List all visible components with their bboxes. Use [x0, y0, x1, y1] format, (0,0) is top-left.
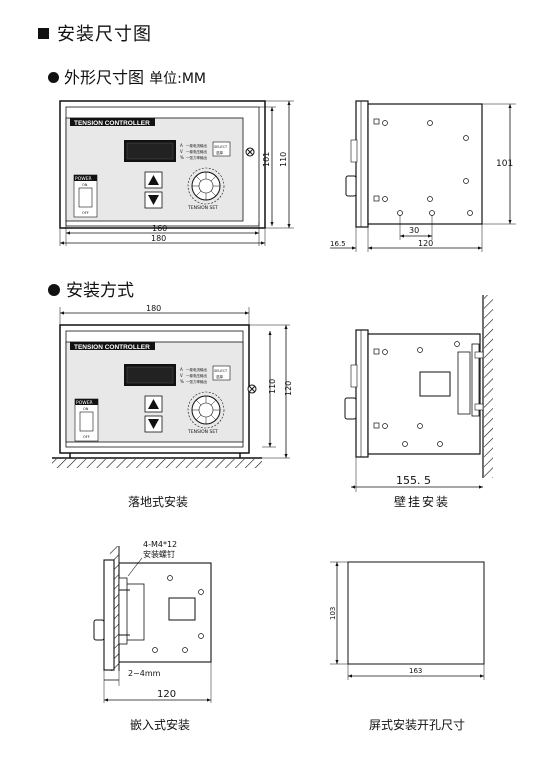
section2-heading: 安装方式: [48, 276, 134, 301]
front-knob-label: TENSION SET: [187, 205, 218, 211]
floor-width: 180: [146, 304, 161, 313]
floor-select-sub: 选择: [216, 374, 223, 379]
side-hole-pitch: 30: [409, 226, 419, 235]
floor-power-label: POWER: [76, 400, 93, 406]
floor-brand: TENSION CONTROLLER: [74, 344, 150, 351]
ind-a-text: 一卷电流输出: [186, 143, 207, 148]
front-select: SELECT: [214, 145, 228, 149]
cutout-height: 103: [329, 607, 337, 620]
embed-screw: 4-M4*12: [143, 540, 177, 549]
wall-depth: 155. 5: [396, 474, 431, 487]
front-height-inner: 101: [262, 152, 271, 167]
caption-embed: 嵌入式安装: [130, 718, 191, 732]
floor-ind-p: %: [180, 379, 184, 384]
floor-height-inner: 110: [268, 379, 277, 394]
dot-bullet-icon: [48, 72, 59, 83]
floor-up-arrow-icon: [148, 399, 159, 409]
ind-p-text: 一张力率输出: [186, 155, 207, 160]
front-view: TENSION CONTROLLER A 一卷电流输出 V 一卷电压输出 % 一…: [59, 100, 294, 246]
embed-depth: 120: [157, 689, 176, 700]
embed-mount-view: 4-M4*12 安装螺钉 2~4mm 120: [93, 540, 212, 703]
cutout-view: 163 103: [329, 561, 485, 680]
side-height: 101: [496, 159, 513, 169]
side-view: 101 30 120 16.5: [330, 100, 516, 252]
front-up-arrow-icon: [148, 175, 159, 185]
front-select-sub: 选择: [216, 150, 223, 155]
square-bullet-icon: [38, 28, 49, 39]
side-protrusion: 16.5: [330, 240, 346, 248]
page-title: 安装尺寸图: [38, 20, 152, 46]
floor-ind-p-text: 一张力率输出: [186, 379, 207, 384]
floor-down-arrow-icon: [148, 419, 159, 429]
front-brand: TENSION CONTROLLER: [74, 120, 150, 127]
floor-select: SELECT: [214, 369, 228, 373]
front-off: OFF: [82, 211, 89, 215]
floor-ind-v: V: [180, 373, 183, 378]
floor-on: ON: [83, 407, 89, 411]
section1-heading: 外形尺寸图 单位:MM: [48, 64, 206, 88]
embed-screw-desc: 安装螺钉: [143, 549, 175, 559]
section1-heading-text: 外形尺寸图: [64, 68, 145, 87]
floor-off: OFF: [83, 435, 90, 439]
embed-gap: 2~4mm: [128, 669, 161, 678]
unit-label: 单位:MM: [149, 71, 206, 87]
floor-height-outer: 120: [284, 381, 293, 396]
section2-heading-text: 安装方式: [66, 281, 134, 301]
caption-wall: 壁挂安装: [394, 495, 451, 509]
ind-v: V: [180, 149, 183, 154]
ind-v-text: 一卷电压输出: [186, 149, 207, 154]
floor-ind-a-text: 一卷电流输出: [186, 367, 207, 372]
front-down-arrow-icon: [148, 195, 159, 205]
caption-floor: 落地式安装: [128, 495, 189, 509]
ind-p: %: [180, 155, 184, 160]
floor-mount-view: TENSION CONTROLLER A 一卷电流输出 V 一卷电压输出 % 一…: [52, 304, 293, 468]
floor-ind-a: A: [180, 367, 183, 372]
side-depth: 120: [418, 239, 433, 248]
dot-bullet-icon: [48, 284, 60, 296]
floor-knob-label: TENSION SET: [187, 429, 218, 435]
front-on: ON: [82, 183, 88, 187]
front-width-outer: 180: [151, 234, 166, 243]
front-power-label: POWER: [75, 176, 92, 182]
caption-cutout: 屏式安装开孔尺寸: [369, 718, 466, 732]
ind-a: A: [180, 143, 183, 148]
front-height-outer: 110: [279, 152, 288, 167]
cutout-width: 163: [409, 667, 422, 675]
title-text: 安装尺寸图: [57, 24, 152, 45]
front-width-inner: 160: [152, 224, 167, 233]
wall-mount-view: 155. 5: [344, 295, 493, 492]
floor-ind-v-text: 一卷电压输出: [186, 373, 207, 378]
